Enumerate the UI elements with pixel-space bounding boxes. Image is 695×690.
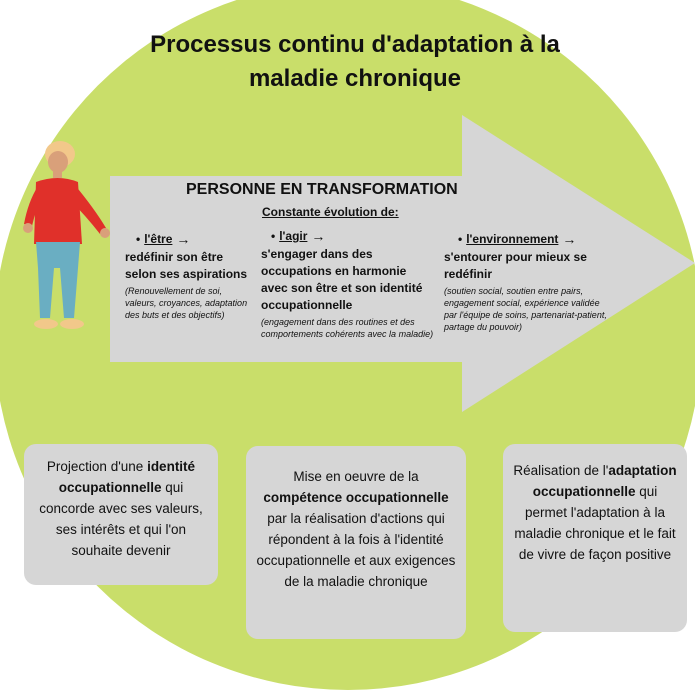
page-title: Processus continu d'adaptation à la mala… bbox=[110, 28, 600, 96]
person-pants bbox=[36, 242, 80, 318]
right-arrow-icon: → bbox=[311, 228, 326, 244]
right-arrow-icon: → bbox=[176, 231, 191, 247]
arrow-heading: PERSONNE EN TRANSFORMATION bbox=[186, 181, 458, 198]
competence-box: Mise en oeuvre de la compétence occupati… bbox=[246, 446, 466, 639]
title-line-1: Processus continu d'adaptation à la bbox=[150, 31, 560, 58]
column-etre: • l'être → redéfinir son être selon ses … bbox=[125, 231, 254, 321]
title-line-2: maladie chronique bbox=[248, 65, 462, 92]
person-illustration bbox=[23, 141, 110, 329]
box-keyword: identité occupationnelle bbox=[58, 459, 196, 495]
person-face bbox=[48, 151, 68, 173]
person-shoe bbox=[60, 319, 84, 329]
identity-box: Projection d'une identité occupationnell… bbox=[24, 444, 218, 585]
person-shoe bbox=[34, 319, 58, 329]
column-keyword: l'agir bbox=[279, 229, 308, 243]
person-shirt bbox=[34, 178, 82, 244]
column-keyword: l'environnement bbox=[466, 232, 559, 246]
column-note: (soutien social, soutien entre pairs, en… bbox=[444, 286, 607, 332]
person-arm bbox=[70, 184, 106, 234]
column-keyword: l'être bbox=[144, 232, 173, 246]
column-environnement: • l'environnement → s'entourer pour mieu… bbox=[444, 231, 609, 333]
adaptation-box: Réalisation de l'adaptation occupationne… bbox=[503, 444, 687, 632]
transformation-arrow bbox=[110, 115, 695, 412]
column-description: redéfinir son être selon ses aspirations bbox=[125, 250, 248, 281]
column-description: s'engager dans des occupations en harmon… bbox=[261, 247, 423, 312]
column-note: (Renouvellement de soi, valeurs, croyanc… bbox=[125, 286, 248, 320]
column-note: (engagement dans des routines et des com… bbox=[261, 317, 434, 339]
right-arrow-icon: → bbox=[562, 231, 577, 247]
box-keyword: compétence occupationnelle bbox=[263, 490, 449, 505]
column-agir: • l'agir → s'engager dans des occupation… bbox=[261, 228, 436, 340]
column-description: s'entourer pour mieux se redéfinir bbox=[444, 250, 587, 281]
arrow-shape bbox=[110, 115, 695, 412]
box-keyword: adaptation occupationnelle bbox=[532, 463, 677, 499]
arrow-subheading: Constante évolution de: bbox=[262, 205, 399, 219]
